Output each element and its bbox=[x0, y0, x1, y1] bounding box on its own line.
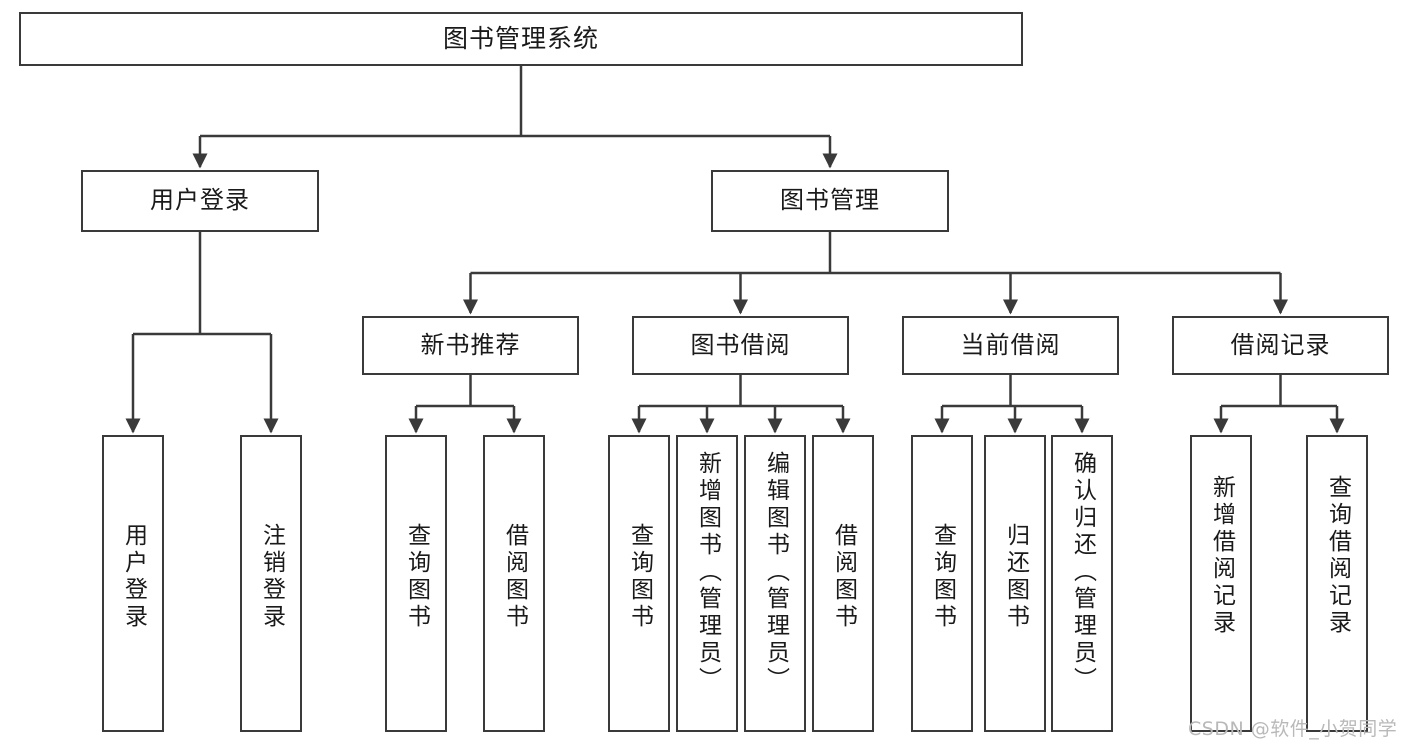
node-label: 确认归还（管理员） bbox=[1069, 451, 1096, 694]
level3-node[interactable]: 新书推荐 bbox=[362, 316, 579, 375]
leaf-node[interactable]: 注销登录 bbox=[240, 435, 302, 732]
node-label: 图书管理系统 bbox=[442, 23, 599, 53]
level2-node[interactable]: 图书管理 bbox=[711, 170, 949, 232]
level3-node[interactable]: 当前借阅 bbox=[902, 316, 1119, 375]
node-label: 图书管理 bbox=[780, 186, 880, 215]
leaf-node[interactable]: 新增借阅记录 bbox=[1190, 435, 1252, 732]
leaf-node[interactable]: 新增图书（管理员） bbox=[676, 435, 738, 732]
leaf-node[interactable]: 借阅图书 bbox=[483, 435, 545, 732]
level3-node[interactable]: 图书借阅 bbox=[632, 316, 849, 375]
level2-node[interactable]: 用户登录 bbox=[81, 170, 319, 232]
node-label: 用户登录 bbox=[120, 523, 147, 631]
node-label: 新书推荐 bbox=[420, 330, 521, 359]
leaf-node[interactable]: 用户登录 bbox=[102, 435, 164, 732]
node-label: 注销登录 bbox=[258, 523, 285, 631]
leaf-node[interactable]: 查询图书 bbox=[385, 435, 447, 732]
node-label: 当前借阅 bbox=[960, 330, 1061, 359]
leaf-node[interactable]: 确认归还（管理员） bbox=[1051, 435, 1113, 732]
root-node[interactable]: 图书管理系统 bbox=[19, 12, 1023, 66]
node-label: 新增图书（管理员） bbox=[694, 451, 721, 694]
node-label: 查询图书 bbox=[626, 523, 653, 631]
node-label: 查询借阅记录 bbox=[1324, 475, 1351, 637]
node-label: 借阅记录 bbox=[1230, 330, 1331, 359]
node-label: 图书借阅 bbox=[690, 330, 791, 359]
node-label: 用户登录 bbox=[150, 186, 250, 215]
leaf-node[interactable]: 查询图书 bbox=[911, 435, 973, 732]
node-label: 查询图书 bbox=[403, 523, 430, 631]
leaf-node[interactable]: 借阅图书 bbox=[812, 435, 874, 732]
node-label: 新增借阅记录 bbox=[1208, 475, 1235, 637]
node-label: 编辑图书（管理员） bbox=[762, 451, 789, 694]
watermark: CSDN @软件_小贺同学 bbox=[1188, 718, 1398, 740]
leaf-node[interactable]: 查询借阅记录 bbox=[1306, 435, 1368, 732]
node-label: 查询图书 bbox=[929, 523, 956, 631]
node-label: 归还图书 bbox=[1002, 523, 1029, 631]
leaf-node[interactable]: 编辑图书（管理员） bbox=[744, 435, 806, 732]
level3-node[interactable]: 借阅记录 bbox=[1172, 316, 1389, 375]
leaf-node[interactable]: 查询图书 bbox=[608, 435, 670, 732]
node-label: 借阅图书 bbox=[830, 523, 857, 631]
leaf-node[interactable]: 归还图书 bbox=[984, 435, 1046, 732]
node-label: 借阅图书 bbox=[501, 523, 528, 631]
